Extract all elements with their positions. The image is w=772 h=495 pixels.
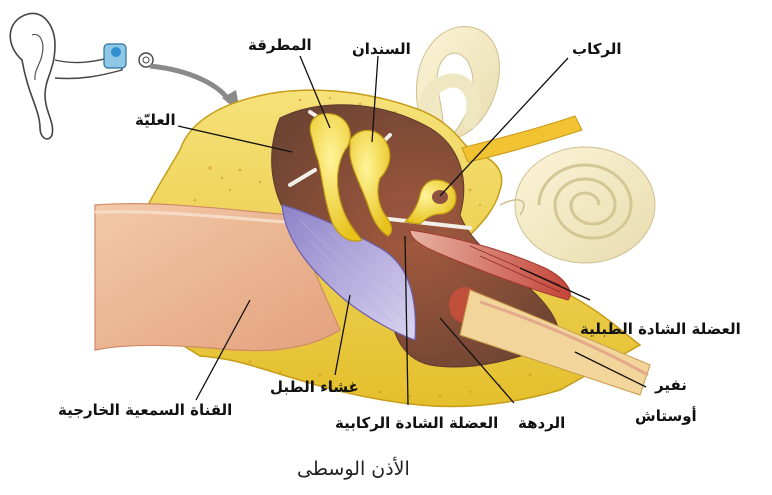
label-eardrum: غشاء الطبل: [270, 380, 359, 395]
figure-caption: الأذن الوسطى: [297, 458, 410, 480]
outer-ear-sketch: [10, 13, 153, 139]
label-stapedius: العضلة الشادة الركابية: [335, 416, 498, 431]
label-eustachian-line1: نفير: [655, 378, 687, 393]
zoom-arrow: [150, 66, 230, 102]
label-attic: العليّة: [135, 113, 176, 128]
label-incus: السندان: [352, 42, 411, 57]
label-stapes: الركاب: [572, 42, 622, 57]
label-tensor-tympani: العضلة الشادة الطبلية: [580, 322, 741, 337]
label-cavity: الردهة: [518, 416, 565, 431]
label-ear-canal: القناة السمعية الخارجية: [58, 403, 232, 418]
label-eustachian-line2: أوستاش: [635, 409, 697, 424]
label-malleus: المطرقة: [248, 38, 312, 53]
